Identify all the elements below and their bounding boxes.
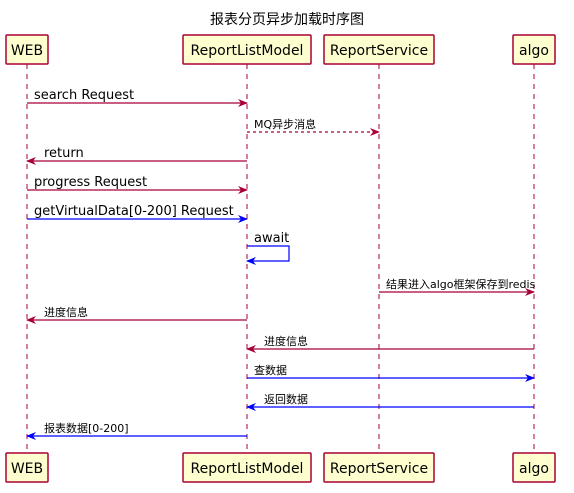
participant-label: ReportListModel [191, 461, 304, 477]
participant-label: ReportListModel [191, 43, 304, 59]
participant-web-top: WEB [5, 34, 49, 65]
participant-label: algo [519, 461, 549, 477]
message-4: progress Request [27, 175, 248, 194]
message-label: return [44, 146, 84, 161]
message-label: await [254, 231, 289, 246]
message-label: 查数据 [254, 363, 287, 377]
participant-box [512, 34, 556, 65]
participant-web-bottom: WEB [5, 452, 49, 483]
participant-label: ReportService [330, 43, 428, 59]
participant-box [182, 34, 312, 65]
message-label: 进度信息 [264, 334, 308, 348]
participant-box [323, 34, 435, 65]
participant-label: WEB [11, 461, 43, 477]
message-11: 返回数据 [246, 392, 534, 411]
participant-box [5, 34, 49, 65]
diagram-title: 报表分页异步加载时序图 [210, 12, 364, 28]
message-label: 返回数据 [264, 392, 308, 406]
message-label: 报表数据[0-200] [44, 421, 129, 435]
participant-rlm-bottom: ReportListModel [182, 452, 312, 483]
message-label: progress Request [34, 175, 147, 190]
message-label: 进度信息 [44, 305, 88, 319]
message-5: getVirtualData[0-200] Request [27, 204, 248, 223]
participant-box [323, 452, 435, 483]
participant-label: ReportService [330, 461, 428, 477]
participant-rlm-top: ReportListModel [182, 34, 312, 65]
participant-box [5, 452, 49, 483]
message-label: MQ异步消息 [254, 117, 316, 131]
participant-label: WEB [11, 43, 43, 59]
participant-box [182, 452, 312, 483]
message-label: search Request [34, 88, 134, 103]
message-10: 查数据 [247, 363, 535, 382]
message-8: 进度信息 [26, 305, 247, 324]
message-label: 结果进入algo框架保存到redis [386, 277, 536, 291]
message-2: MQ异步消息 [247, 117, 380, 136]
message-9: 进度信息 [246, 334, 534, 353]
participant-box [512, 452, 556, 483]
participant-label: algo [519, 43, 549, 59]
message-6: await [246, 231, 290, 265]
participant-algo-bottom: algo [512, 452, 556, 483]
participant-algo-top: algo [512, 34, 556, 65]
message-7: 结果进入algo框架保存到redis [379, 277, 536, 296]
message-1: search Request [27, 88, 248, 107]
message-label: getVirtualData[0-200] Request [34, 204, 234, 219]
message-3: return [26, 146, 247, 165]
self-message-arrow [246, 245, 290, 265]
participant-rs-bottom: ReportService [323, 452, 435, 483]
participant-rs-top: ReportService [323, 34, 435, 65]
message-12: 报表数据[0-200] [26, 421, 247, 440]
